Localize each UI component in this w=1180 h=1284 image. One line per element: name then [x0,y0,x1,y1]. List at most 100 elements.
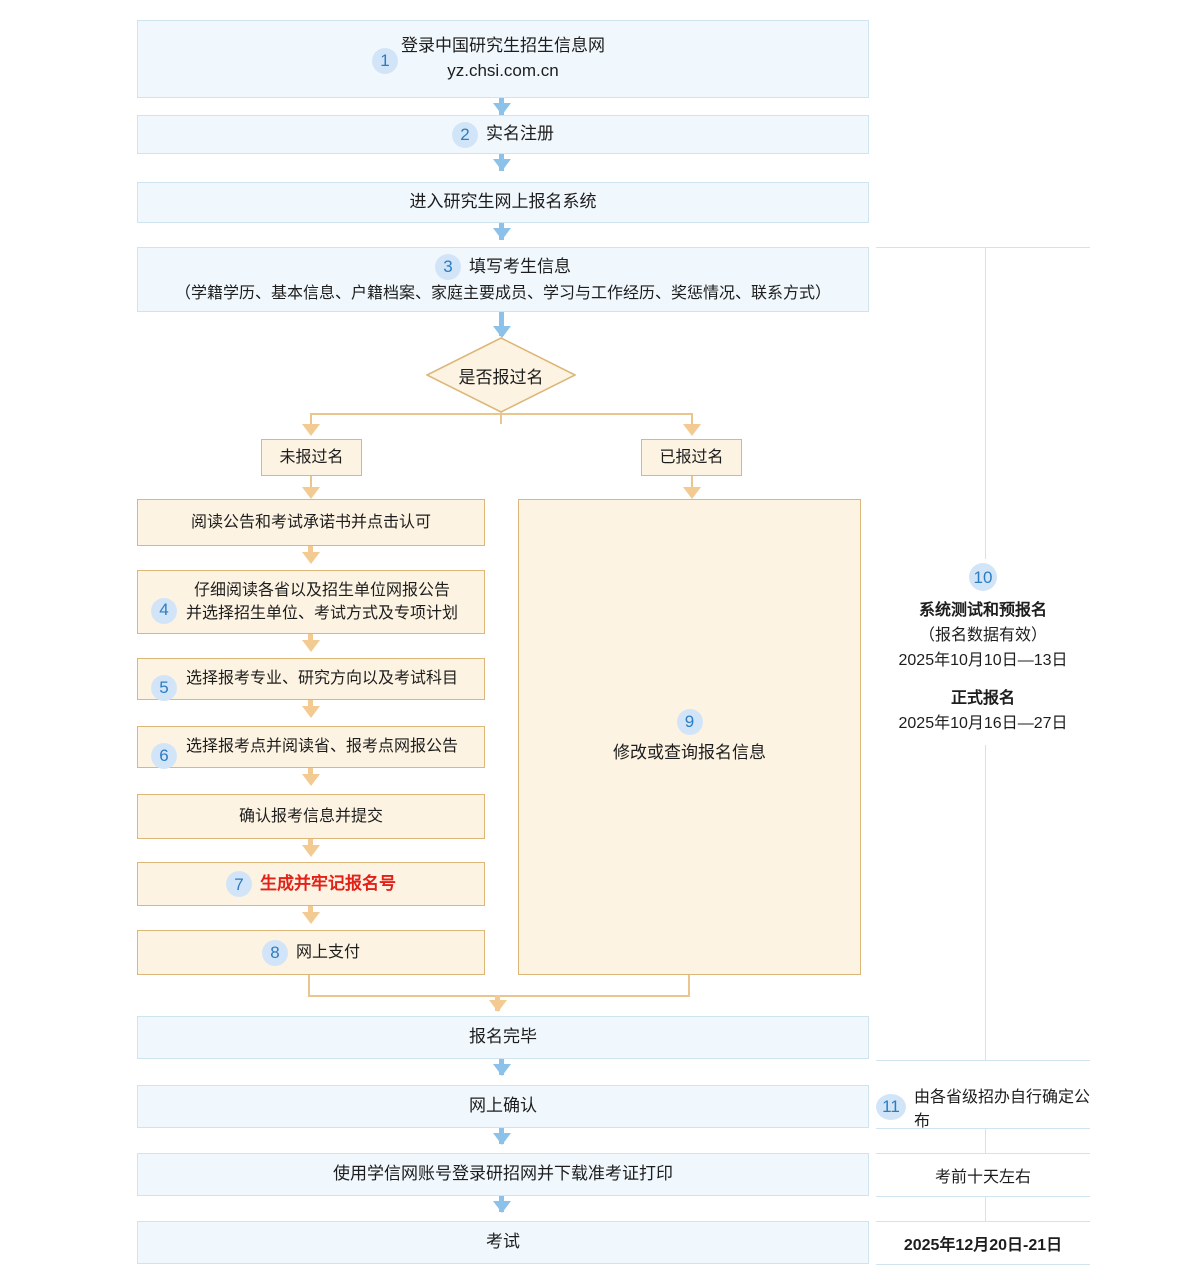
timeline-divider-upper-2 [985,745,986,1060]
step-1-login-box[interactable]: 1 登录中国研究生招生信息网 yz.chsi.com.cn [137,20,869,98]
timeline-formal-registration-dates: 2025年10月16日—27日 [898,715,1068,733]
conn-l5-l6-arrow [302,845,320,857]
decision-split-bar [311,413,692,415]
step-6-label: 选择报考点并阅读省、报考点网报公告 [185,738,458,756]
tail-online-confirm-box[interactable]: 网上确认 [137,1085,869,1128]
left-step-confirm-submit-box[interactable]: 确认报考信息并提交 [137,794,485,839]
decision-stem [500,412,502,424]
tail-download-admit-card-box[interactable]: 使用学信网账号登录研招网并下载准考证打印 [137,1153,869,1196]
step-3-fill-info-box[interactable]: 3 填写考生信息 （学籍学历、基本信息、户籍档案、家庭主要成员、学习与工作经历、… [137,247,869,312]
timeline-exam-text: 2025年12月20日-21日 [903,1236,1063,1254]
branch-left-stem [310,413,312,427]
decision-registered-before[interactable]: 是否报过名 [426,337,576,413]
step-5-badge: 5 [151,675,177,702]
step-2-badge: 2 [452,121,478,148]
connector-2-3-arrow [493,159,511,171]
merge-right-down [688,975,690,997]
step-enter-system-label: 进入研究生网上报名系统 [409,192,597,212]
tail-registration-complete-label: 报名完毕 [469,1027,537,1047]
connector-4-decision-shaft [499,312,504,336]
left-step-7-box[interactable]: 7 生成并牢记报名号 [137,862,485,906]
timeline-rule-top [876,247,1090,248]
timeline-rule-before-admitcard [876,1153,1090,1154]
step-1-line1: 登录中国研究生招生信息网 [401,36,605,56]
step-8-label: 网上支付 [295,943,360,961]
step-4-badge: 4 [151,597,177,624]
step-3-badge: 3 [435,253,461,280]
left-step-read-notice-label: 阅读公告和考试承诺书并点击认可 [190,513,431,531]
timeline-rule-after-exam [876,1264,1090,1265]
timeline-divider-lower [985,1196,986,1221]
step-9-modify-query-box[interactable]: 9 修改或查询报名信息 [518,499,861,975]
timeline-rule-after-admitcard [876,1196,1090,1197]
left-step-read-notice-box[interactable]: 阅读公告和考试承诺书并点击认可 [137,499,485,546]
step-1-badge: 1 [372,48,398,75]
connector-reg-down [691,476,693,490]
conn-l1-l2-arrow [302,552,320,564]
conn-t3-t4-arrow [493,1201,511,1213]
connector-notreg-down [310,476,312,490]
branch-left-arrow [302,424,320,436]
tail-exam-box[interactable]: 考试 [137,1221,869,1264]
step-3-line2: （学籍学历、基本信息、户籍档案、家庭主要成员、学习与工作经历、奖惩情况、联系方式… [174,284,831,302]
branch-right-arrow [683,424,701,436]
branch-registered-label: 已报过名 [659,448,724,466]
branch-not-registered-label: 未报过名 [279,448,344,466]
timeline-exam-row: 2025年12月20日-21日 [876,1221,1090,1264]
timeline-admitcard-text: 考前十天左右 [934,1168,1031,1186]
connector-notreg-arrow [302,487,320,499]
connector-3-4-arrow [493,228,511,240]
timeline-pre-registration-note: （报名数据有效） [918,626,1047,644]
branch-not-registered-box[interactable]: 未报过名 [261,439,362,476]
step-10-badge: 10 [969,563,997,591]
timeline-divider-upper [985,247,986,559]
timeline-confirm-text: 由各省级招办自行确定公布 [914,1088,1091,1130]
step-7-label: 生成并牢记报名号 [260,873,396,893]
step-7-badge: 7 [226,871,252,897]
step-enter-system-box[interactable]: 进入研究生网上报名系统 [137,182,869,223]
timeline-rule-before-exam [876,1221,1090,1222]
tail-online-confirm-label: 网上确认 [469,1096,537,1116]
step-9-badge: 9 [676,708,703,735]
left-step-8-box[interactable]: 8 网上支付 [137,930,485,975]
left-step-confirm-submit-label: 确认报考信息并提交 [238,807,383,825]
branch-right-stem [691,413,693,427]
connector-4-decision-arrow [493,326,511,338]
branch-registered-box[interactable]: 已报过名 [641,439,742,476]
timeline-formal-registration-title: 正式报名 [950,690,1015,708]
conn-t2-t3-arrow [493,1133,511,1145]
timeline-confirm-row: 11 由各省级招办自行确定公布 [876,1085,1091,1130]
timeline-registration-block: 10 系统测试和预报名 （报名数据有效） 2025年10月10日—13日 正式报… [876,563,1090,737]
step-4-line2: 并选择招生单位、考试方式及专项计划 [185,605,458,622]
conn-l2-l3-arrow [302,640,320,652]
left-step-5-box[interactable]: 5 选择报考专业、研究方向以及考试科目 [137,658,485,702]
step-9-label: 修改或查询报名信息 [613,742,766,762]
step-5-label: 选择报考专业、研究方向以及考试科目 [185,670,458,688]
step-8-badge: 8 [261,939,288,966]
tail-exam-label: 考试 [486,1232,520,1252]
step-3-line1: 填写考生信息 [469,256,571,276]
timeline-rule-after-registration [876,1060,1090,1061]
connector-reg-arrow [683,487,701,499]
step-4-line1: 仔细阅读各省以及招生单位网报公告 [193,581,450,599]
decision-label: 是否报过名 [458,367,544,387]
merge-left-down [308,975,310,997]
merge-center-arrow [489,1000,507,1012]
timeline-pre-registration-dates: 2025年10月10日—13日 [898,651,1068,669]
step-1-line2: yz.chsi.com.cn [447,61,559,80]
step-2-label: 实名注册 [486,124,554,144]
step-11-badge: 11 [876,1093,906,1120]
conn-l6-l7-arrow [302,912,320,924]
step-6-badge: 6 [151,743,177,770]
left-step-4-box[interactable]: 4 仔细阅读各省以及招生单位网报公告 并选择招生单位、考试方式及专项计划 [137,570,485,634]
tail-download-admit-card-label: 使用学信网账号登录研招网并下载准考证打印 [333,1164,673,1184]
conn-l3-l4-arrow [302,706,320,718]
conn-l4-l5-arrow [302,774,320,786]
step-2-realname-box[interactable]: 2 实名注册 [137,115,869,154]
tail-registration-complete-box[interactable]: 报名完毕 [137,1016,869,1059]
timeline-admitcard-row: 考前十天左右 [876,1153,1090,1196]
timeline-pre-registration-title: 系统测试和预报名 [918,602,1047,619]
timeline-rule-after-confirm [876,1128,1090,1129]
left-step-6-box[interactable]: 6 选择报考点并阅读省、报考点网报公告 [137,726,485,770]
